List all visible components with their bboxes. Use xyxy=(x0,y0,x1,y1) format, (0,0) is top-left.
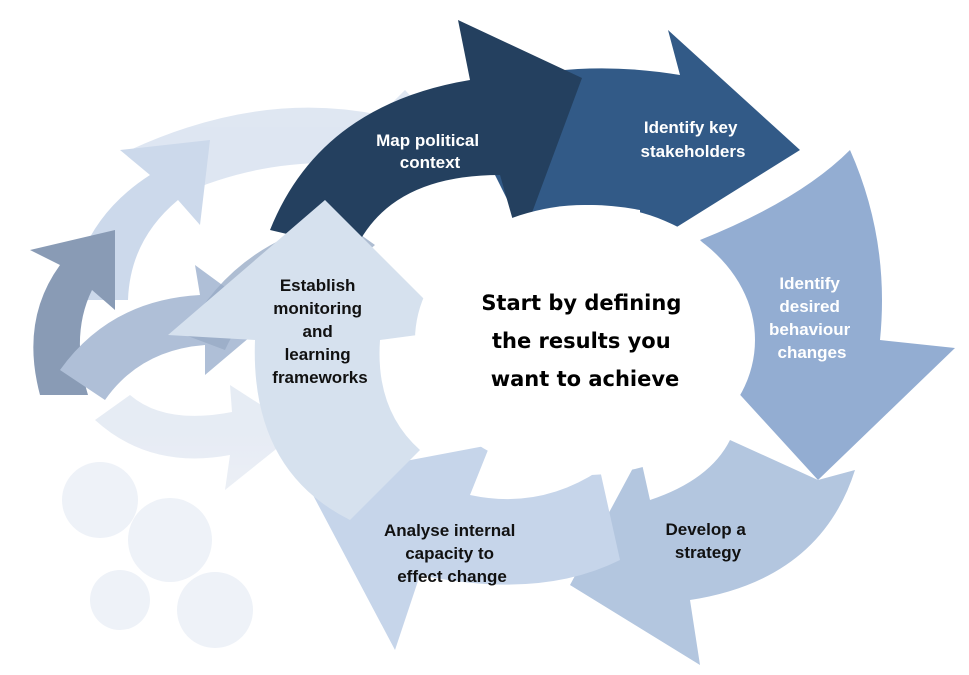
center-disc xyxy=(415,205,755,475)
arrow-develop-a-strategy xyxy=(570,440,855,665)
center-statement: Start by defining the results you want t… xyxy=(481,291,688,391)
arrow-establish-monitoring xyxy=(168,200,455,520)
label-develop-a-strategy: Develop a strategy xyxy=(665,520,750,562)
arrow-map-political-context xyxy=(270,20,582,250)
label-identify-desired-behaviour-changes: Identify desired behaviour changes xyxy=(769,274,855,362)
center-line-2: the results you xyxy=(492,329,671,353)
label-analyse-internal-capacity: Analyse internal capacity to effect chan… xyxy=(384,521,520,586)
label-map-political-context: Map political context xyxy=(376,131,484,172)
label-establish-monitoring: Establish monitoring and learning framew… xyxy=(272,276,367,387)
center-line-1: Start by defining xyxy=(481,291,681,315)
arrow-identify-desired-behaviour-changes xyxy=(690,150,955,480)
arrow-analyse-internal-capacity xyxy=(305,445,620,650)
faint-flower-decoration xyxy=(62,462,253,648)
main-cycle xyxy=(168,20,955,665)
center-line-3: want to achieve xyxy=(491,367,680,391)
label-identify-key-stakeholders: Identify key stakeholders xyxy=(641,118,746,161)
bg-arrow-left-dark xyxy=(30,230,115,395)
